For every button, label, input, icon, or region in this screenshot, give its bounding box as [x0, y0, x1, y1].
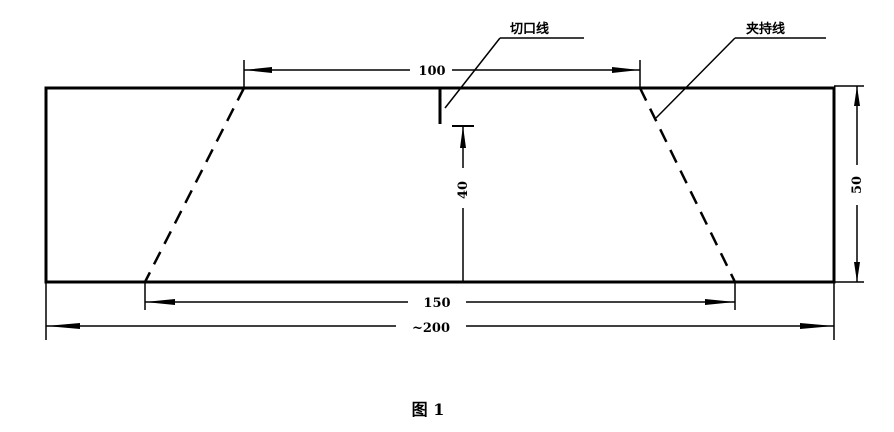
dimension-notch-depth-label: 40 [456, 181, 471, 199]
dimension-bottom-150 [144, 282, 736, 310]
label-notch-line: 切口线 [510, 21, 549, 37]
dimension-top-100 [243, 60, 641, 88]
clamp-line-left [143, 87, 246, 283]
figure-caption: 图 1 [412, 400, 445, 419]
dimension-bottom-label: 150 [423, 296, 450, 311]
leader-clamp-line [655, 37, 826, 119]
dimension-top-label: 100 [418, 64, 445, 79]
label-clamp-line: 夹持线 [746, 21, 785, 37]
clamp-line-right [638, 87, 737, 283]
leader-notch-line [444, 37, 584, 109]
dimension-total-label: ~200 [412, 321, 450, 336]
dimension-height-label: 50 [850, 176, 865, 194]
dimension-notch-depth [452, 125, 474, 282]
dimension-total-200 [45, 282, 835, 340]
dimension-height [834, 85, 864, 283]
